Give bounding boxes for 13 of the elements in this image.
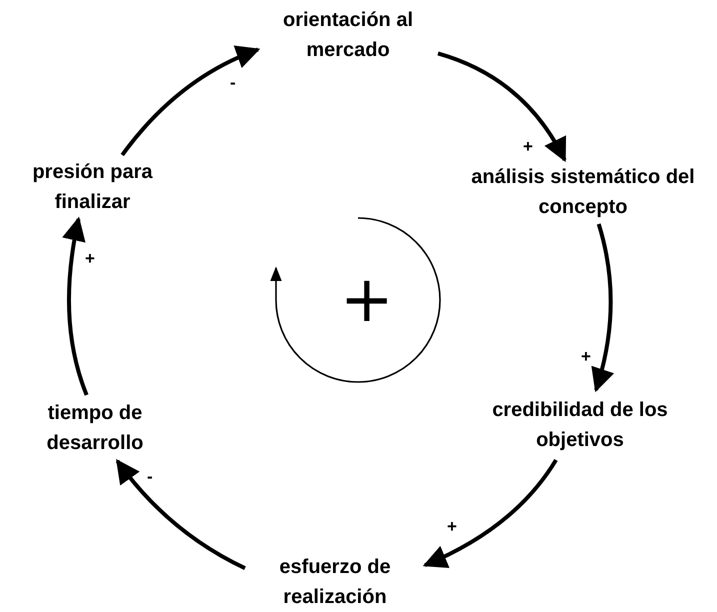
variable-label: orientación al mercado (282, 8, 414, 63)
variable-label: esfuerzo de realización (278, 555, 392, 610)
loop-polarity-sign: + (340, 268, 394, 332)
causal-arrow (62, 216, 88, 396)
causal-arrow (116, 459, 246, 570)
causal-arrow (120, 46, 260, 156)
causal-arrow (437, 52, 566, 162)
variable-label: tiempo de desarrollo (46, 401, 144, 456)
variable-label: presión para finalizar (31, 160, 154, 215)
variable-label: credibilidad de los objetivos (491, 398, 669, 453)
causal-arrow (422, 458, 558, 568)
variable-label: análisis sistemático del concepto (470, 165, 696, 220)
causal-arrow (590, 223, 614, 392)
